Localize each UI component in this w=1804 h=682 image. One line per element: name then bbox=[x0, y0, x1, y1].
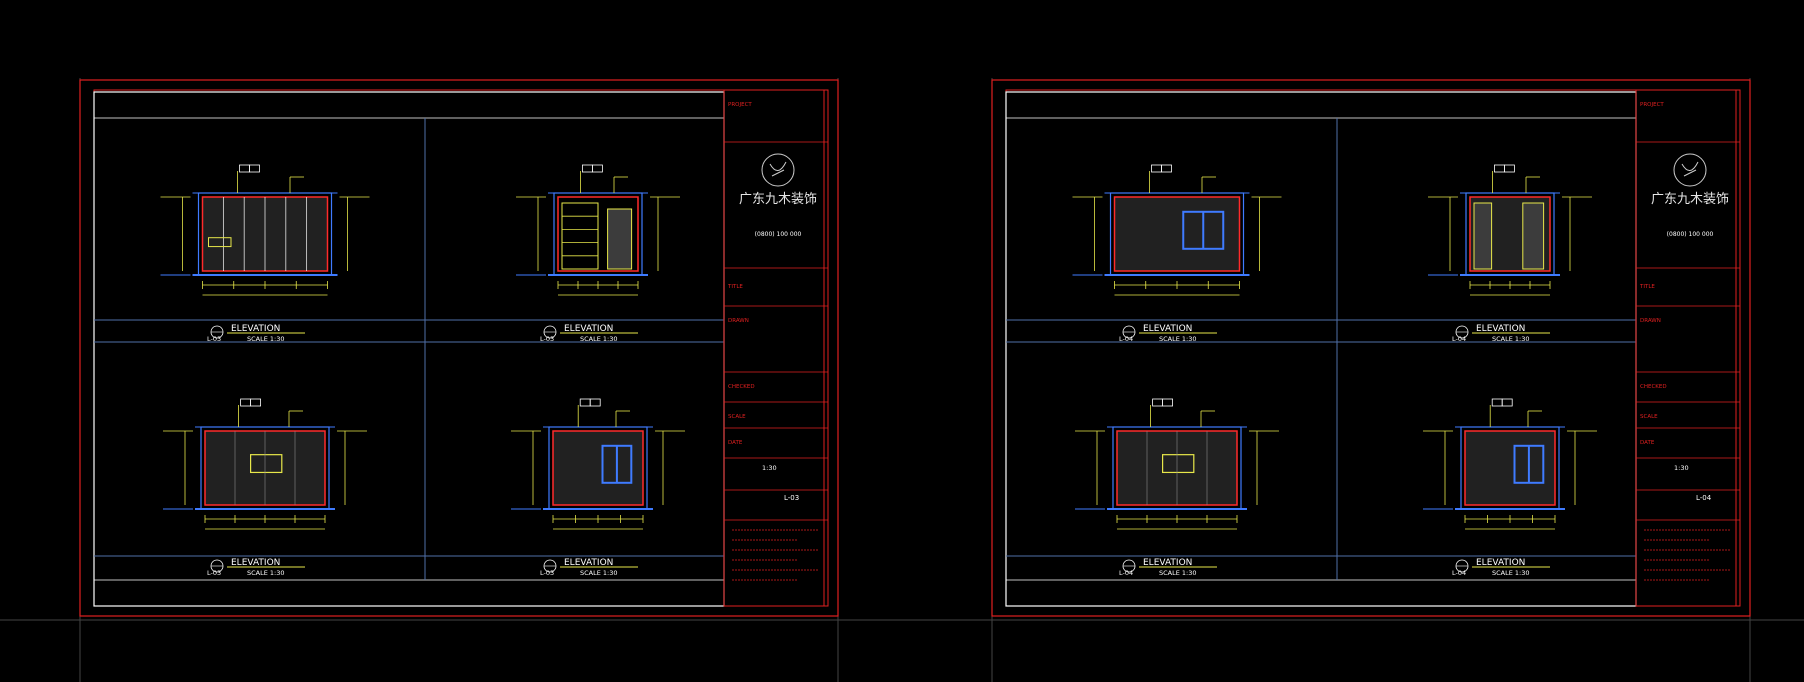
company-logo-icon bbox=[1673, 153, 1707, 187]
elevation-label: ELEVATION bbox=[1476, 558, 1525, 568]
elevation-sheet-ref: L-03 bbox=[207, 569, 221, 577]
sheet-outer-frame bbox=[991, 79, 1751, 617]
elevation-sheet-ref: L-04 bbox=[1119, 335, 1133, 343]
elevation-drawing-3[interactable] bbox=[163, 398, 367, 530]
title-block-field-label: DRAWN bbox=[728, 318, 749, 324]
title-block[interactable]: 广东九木装饰 (0800) 100 000 PROJECT TITLE DRAWN CHE… bbox=[723, 89, 829, 607]
company-logo-icon bbox=[761, 153, 795, 187]
material-tag-box bbox=[1501, 398, 1513, 407]
elevation-scale: SCALE 1:30 bbox=[247, 335, 285, 343]
elevation-scale: SCALE 1:30 bbox=[1159, 569, 1197, 577]
elevation-label: ELEVATION bbox=[564, 324, 613, 334]
door-left bbox=[1473, 202, 1493, 270]
title-block-field-label: CHECKED bbox=[728, 384, 755, 390]
cabinet-body bbox=[561, 202, 599, 270]
elevation-drawing-2[interactable] bbox=[1428, 164, 1592, 296]
material-tag-box bbox=[1161, 164, 1172, 173]
elevation-label: ELEVATION bbox=[1143, 558, 1192, 568]
elevation-sheet-ref: L-03 bbox=[540, 335, 554, 343]
title-block-field-label: DATE bbox=[1640, 440, 1655, 446]
wall-hatch-fill bbox=[1114, 197, 1240, 271]
material-tag-box bbox=[592, 164, 603, 173]
company-name: 广东九木装饰 bbox=[1651, 192, 1729, 207]
elevation-label: ELEVATION bbox=[1476, 324, 1525, 334]
elevation-scale: SCALE 1:30 bbox=[1492, 335, 1530, 343]
elevation-label: ELEVATION bbox=[1143, 324, 1192, 334]
elevation-sheet-ref: L-04 bbox=[1119, 569, 1133, 577]
elevation-label: ELEVATION bbox=[231, 324, 280, 334]
title-block-field-label: SCALE bbox=[1640, 414, 1658, 420]
wall-outline bbox=[1464, 430, 1556, 506]
door-panel bbox=[607, 208, 633, 270]
title-block-field-label: DRAWN bbox=[1640, 318, 1661, 324]
elevation-title-1[interactable]: ELEVATION L-03 SCALE 1:30 bbox=[207, 324, 305, 343]
title-block-field-label: PROJECT bbox=[728, 102, 752, 108]
title-block-field-label: SCALE bbox=[728, 414, 746, 420]
elevation-drawing-3[interactable] bbox=[1075, 398, 1279, 530]
elevation-sheet-ref: L-04 bbox=[1452, 335, 1466, 343]
wall-outline bbox=[557, 196, 639, 272]
sheet-number: L-04 bbox=[1696, 494, 1712, 502]
wall-outline bbox=[1113, 196, 1241, 272]
elevation-drawing-1[interactable] bbox=[160, 164, 370, 296]
elevation-title-2[interactable]: ELEVATION L-04 SCALE 1:30 bbox=[1452, 324, 1550, 343]
wall-outline bbox=[552, 430, 644, 506]
title-block-scale: 1:30 bbox=[762, 464, 777, 472]
material-tag-box bbox=[589, 398, 601, 407]
elevation-drawing-4[interactable] bbox=[511, 398, 685, 530]
company-name: 广东九木装饰 bbox=[739, 192, 817, 207]
sheet-number: L-03 bbox=[784, 494, 799, 502]
elevation-sheet-ref: L-03 bbox=[207, 335, 221, 343]
elevation-drawing-2[interactable] bbox=[516, 164, 680, 296]
elevation-label: ELEVATION bbox=[564, 558, 613, 568]
material-tag-box bbox=[1504, 164, 1515, 173]
elevation-scale: SCALE 1:30 bbox=[580, 569, 618, 577]
material-tag-box bbox=[250, 398, 262, 407]
title-block-field-label: TITLE bbox=[727, 284, 743, 290]
sheet-outer-frame bbox=[79, 79, 839, 617]
door-right bbox=[1522, 202, 1545, 270]
material-tag-box bbox=[249, 164, 260, 173]
title-block-field-label: CHECKED bbox=[1640, 384, 1667, 390]
title-block-field-label: PROJECT bbox=[1640, 102, 1664, 108]
elevation-scale: SCALE 1:30 bbox=[580, 335, 618, 343]
elevation-drawing-4[interactable] bbox=[1423, 398, 1597, 530]
elevation-scale: SCALE 1:30 bbox=[1492, 569, 1530, 577]
company-logo-mark bbox=[1681, 161, 1699, 177]
desk-top bbox=[208, 237, 232, 248]
elevation-title-3[interactable]: ELEVATION L-04 SCALE 1:30 bbox=[1119, 558, 1217, 577]
title-block-field-label: TITLE bbox=[1639, 284, 1655, 290]
company-logo-mark bbox=[769, 161, 787, 177]
elevation-drawing-1[interactable] bbox=[1072, 164, 1282, 296]
elevation-title-1[interactable]: ELEVATION L-04 SCALE 1:30 bbox=[1119, 324, 1217, 343]
elevation-scale: SCALE 1:30 bbox=[1159, 335, 1197, 343]
company-phone: (0800) 100 000 bbox=[755, 231, 802, 238]
tv-panel bbox=[1161, 454, 1195, 474]
elevation-label: ELEVATION bbox=[231, 558, 280, 568]
title-block-scale: 1:30 bbox=[1674, 464, 1689, 472]
wall-hatch-fill bbox=[553, 431, 643, 505]
elevation-sheet-ref: L-03 bbox=[540, 569, 554, 577]
wall-outline bbox=[1469, 196, 1551, 272]
elevation-title-3[interactable]: ELEVATION L-03 SCALE 1:30 bbox=[207, 558, 305, 577]
company-phone: (0800) 100 000 bbox=[1667, 231, 1714, 238]
elevation-scale: SCALE 1:30 bbox=[247, 569, 285, 577]
elevation-title-4[interactable]: ELEVATION L-03 SCALE 1:30 bbox=[540, 558, 638, 577]
elevation-sheet-ref: L-04 bbox=[1452, 569, 1466, 577]
material-tag-box bbox=[1162, 398, 1173, 407]
title-block[interactable]: 广东九木装饰 (0800) 100 000 PROJECT TITLE DRAWN CHE… bbox=[1635, 89, 1741, 607]
tv-panel bbox=[250, 454, 283, 474]
wall-hatch-fill bbox=[1465, 431, 1555, 505]
elevation-title-4[interactable]: ELEVATION L-04 SCALE 1:30 bbox=[1452, 558, 1550, 577]
title-block-field-label: DATE bbox=[728, 440, 743, 446]
elevation-title-2[interactable]: ELEVATION L-03 SCALE 1:30 bbox=[540, 324, 638, 343]
